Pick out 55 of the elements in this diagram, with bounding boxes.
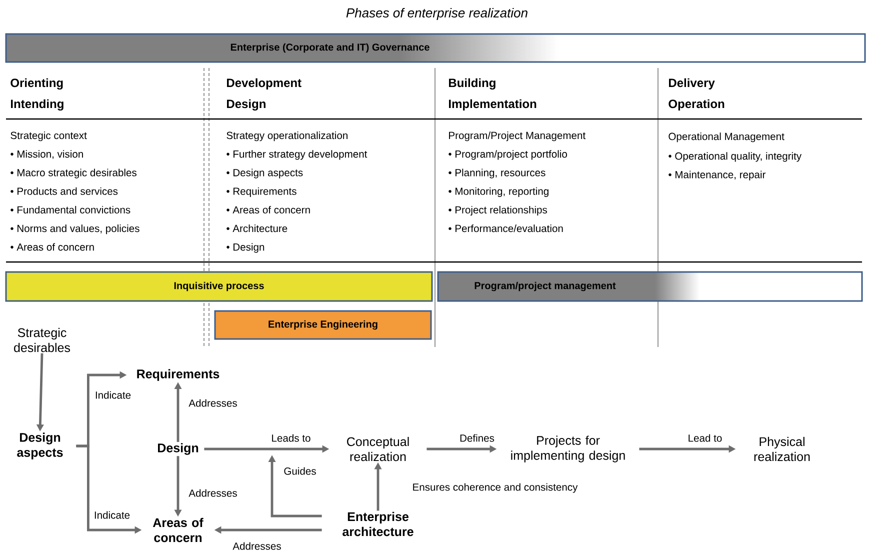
concept-text: Enterprise architecture: [342, 512, 414, 536]
edge-label: Defines: [458, 433, 496, 443]
concept-text: Design aspects: [17, 432, 63, 460]
phase-band: Inquisitive process: [5, 271, 433, 302]
concept-text: Requirements: [137, 369, 220, 381]
list-item: • Mission, vision: [10, 150, 83, 159]
phase-heading: Delivery: [669, 78, 715, 90]
edge-label: Guides: [282, 466, 318, 476]
concept-text: Projects for implementing design: [511, 436, 625, 462]
list-item: • Areas of concern: [226, 206, 310, 214]
phase-heading: Orienting: [10, 78, 63, 90]
concept-text: Physical realization: [754, 436, 810, 462]
phase-heading: Implementation: [449, 99, 536, 110]
phase-heading: Intending: [11, 99, 64, 111]
list-item: • Architecture: [226, 224, 288, 232]
edge-label: Leads to: [270, 433, 312, 443]
phase-heading: Building: [449, 78, 496, 90]
phase-heading: Development: [227, 78, 302, 90]
concept-text: Strategic desirables: [14, 328, 70, 352]
phase-band: Program/project management: [437, 271, 863, 302]
section-heading: Strategy operationalization: [226, 132, 348, 142]
list-item: • Areas of concern: [10, 243, 94, 251]
list-item: • Macro strategic desirables: [10, 168, 136, 178]
list-item: • Planning, resources: [448, 168, 546, 178]
edge-label: Indicate: [94, 390, 132, 400]
list-item: • Requirements: [226, 187, 296, 197]
concept-text: Conceptual realization: [347, 436, 409, 462]
concept-text: Areas of concern: [152, 518, 204, 542]
list-item: • Norms and values, policies: [10, 224, 140, 234]
phase-heading: Design: [227, 99, 266, 111]
edge-label: Addresses: [188, 488, 238, 498]
phase-heading: Operation: [668, 99, 724, 110]
edge-label: Addresses: [188, 398, 238, 408]
phase-band: Enterprise Engineering: [214, 310, 432, 340]
list-item: • Operational quality, integrity: [668, 152, 802, 162]
section-heading: Program/Project Management: [449, 132, 586, 142]
edge-label: Lead to: [686, 433, 724, 443]
list-item: • Design aspects: [226, 168, 303, 178]
list-item: • Fundamental convictions: [10, 206, 130, 214]
phase-band: Enterprise (Corporate and IT) Governance: [5, 33, 866, 63]
edge-label: Ensures coherence and consistency: [411, 482, 579, 494]
section-heading: Operational Management: [668, 132, 784, 142]
section-heading: Strategic context: [10, 132, 87, 142]
diagram-title: Phases of enterprise realization: [346, 8, 528, 20]
list-item: • Design: [226, 243, 264, 253]
edge-label: Indicate: [92, 510, 132, 520]
list-item: • Project relationships: [448, 206, 548, 216]
list-item: • Performance/evaluation: [448, 224, 563, 232]
list-item: • Products and services: [10, 187, 118, 195]
list-item: • Program/project portfolio: [448, 150, 567, 160]
list-item: • Maintenance, repair: [668, 170, 766, 180]
edge-label: Addresses: [232, 541, 282, 551]
concept-text: Design: [158, 443, 198, 455]
list-item: • Monitoring, reporting: [448, 187, 548, 197]
list-item: • Further strategy development: [226, 150, 368, 160]
